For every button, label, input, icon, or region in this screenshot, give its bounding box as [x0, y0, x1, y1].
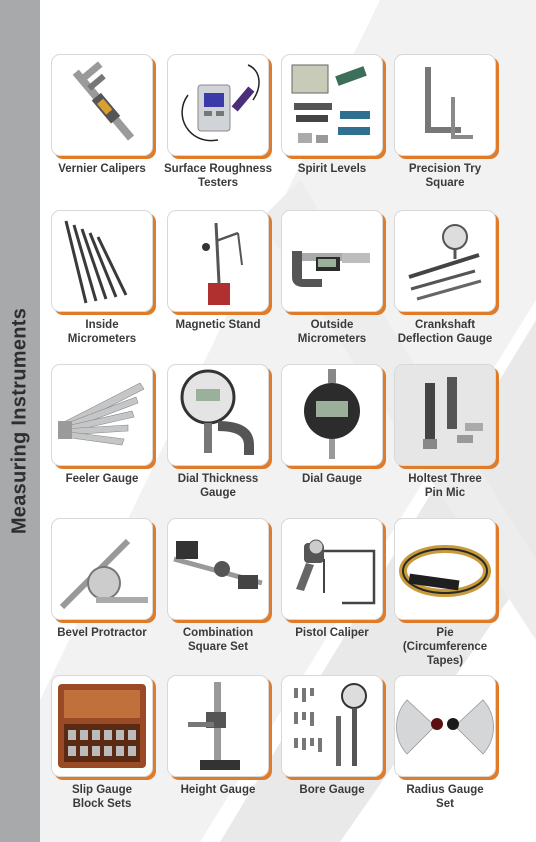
- product-item[interactable]: Surface Roughness Testers: [159, 54, 277, 190]
- pistol-caliper-icon: [281, 518, 383, 620]
- product-item[interactable]: Pistol Caliper: [273, 518, 391, 640]
- product-item[interactable]: Precision Try Square: [386, 54, 504, 190]
- radius-gauge-icon: [394, 675, 496, 777]
- bevel-protractor-icon: [51, 518, 153, 620]
- product-item[interactable]: Dial Thickness Gauge: [159, 364, 277, 500]
- dial-thickness-gauge-icon: [167, 364, 269, 466]
- spirit-level-icon: [281, 54, 383, 156]
- product-label: Height Gauge: [180, 784, 256, 796]
- product-item[interactable]: Magnetic Stand: [159, 210, 277, 332]
- product-item[interactable]: Spirit Levels: [273, 54, 391, 176]
- product-label: Precision Try Square: [408, 163, 482, 189]
- sidebar-title: Measuring Instruments: [8, 307, 31, 535]
- product-label: Combination Square Set: [182, 627, 254, 653]
- feeler-gauge-icon: [51, 364, 153, 466]
- product-label: Feeler Gauge: [65, 473, 139, 485]
- sidebar: Measuring Instruments: [0, 0, 40, 842]
- product-item[interactable]: Pie (Circumference Tapes): [386, 518, 504, 668]
- product-item[interactable]: Dial Gauge: [273, 364, 391, 486]
- product-item[interactable]: Outside Micrometers: [273, 210, 391, 346]
- crankshaft-gauge-icon: [394, 210, 496, 312]
- product-item[interactable]: Holtest Three Pin Mic: [386, 364, 504, 500]
- three-pin-mic-icon: [394, 364, 496, 466]
- product-label: Dial Thickness Gauge: [177, 473, 259, 499]
- product-label: Spirit Levels: [297, 163, 367, 175]
- roughness-tester-icon: [167, 54, 269, 156]
- product-label: Slip Gauge Block Sets: [71, 784, 133, 810]
- product-label: Dial Gauge: [301, 473, 363, 485]
- combination-square-icon: [167, 518, 269, 620]
- bore-gauge-icon: [281, 675, 383, 777]
- product-label: Bevel Protractor: [57, 627, 147, 639]
- product-label: Bore Gauge: [299, 784, 365, 796]
- outside-micrometer-icon: [281, 210, 383, 312]
- inside-micrometer-icon: [51, 210, 153, 312]
- product-label: Radius Gauge Set: [406, 784, 484, 810]
- product-item[interactable]: Bevel Protractor: [43, 518, 161, 640]
- product-item[interactable]: Combination Square Set: [159, 518, 277, 654]
- product-item[interactable]: Inside Micrometers: [43, 210, 161, 346]
- pie-tape-icon: [394, 518, 496, 620]
- product-label: Outside Micrometers: [297, 319, 367, 345]
- product-item[interactable]: Feeler Gauge: [43, 364, 161, 486]
- product-item[interactable]: Height Gauge: [159, 675, 277, 797]
- product-label: Vernier Calipers: [58, 163, 146, 175]
- dial-gauge-icon: [281, 364, 383, 466]
- product-label: Magnetic Stand: [175, 319, 261, 331]
- product-label: Pie (Circumference Tapes): [402, 627, 488, 667]
- magnetic-stand-icon: [167, 210, 269, 312]
- vernier-caliper-icon: [51, 54, 153, 156]
- product-label: Holtest Three Pin Mic: [408, 473, 482, 499]
- product-label: Crankshaft Deflection Gauge: [397, 319, 493, 345]
- product-item[interactable]: Bore Gauge: [273, 675, 391, 797]
- product-item[interactable]: Vernier Calipers: [43, 54, 161, 176]
- try-square-icon: [394, 54, 496, 156]
- product-item[interactable]: Radius Gauge Set: [386, 675, 504, 811]
- slip-gauge-icon: [51, 675, 153, 777]
- product-label: Inside Micrometers: [67, 319, 137, 345]
- product-label: Pistol Caliper: [295, 627, 369, 639]
- product-item[interactable]: Slip Gauge Block Sets: [43, 675, 161, 811]
- product-label: Surface Roughness Testers: [164, 163, 272, 189]
- product-item[interactable]: Crankshaft Deflection Gauge: [386, 210, 504, 346]
- height-gauge-icon: [167, 675, 269, 777]
